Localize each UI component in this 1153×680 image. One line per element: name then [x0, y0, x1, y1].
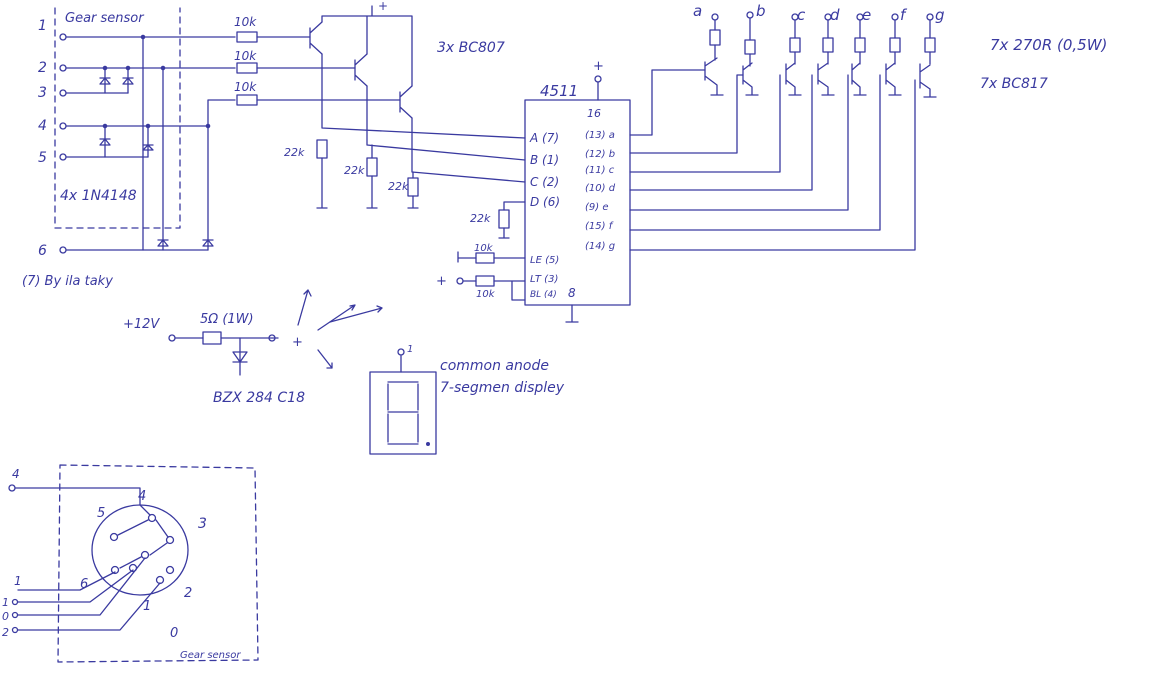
- gear-sensor-dashed-box: [54, 7, 181, 229]
- segment-label-c: c: [797, 6, 806, 24]
- ic-in-lt: LT (3): [530, 274, 558, 285]
- ic-out-c: (11) c: [585, 165, 615, 176]
- segment-label-e: e: [862, 6, 871, 24]
- ic-out-a: (13) a: [585, 130, 615, 141]
- connector-left-label-1: 1: [14, 574, 22, 588]
- segment-label-d: d: [830, 6, 840, 24]
- segment-label-f: f: [900, 6, 908, 24]
- gear-sensor-block: Gear sensor 1 2 3 4 5 6: [22, 7, 236, 289]
- ic-out-f: (15) f: [585, 221, 614, 232]
- ic-in-a: A (7): [529, 131, 559, 145]
- segment-drivers: a b c d e f g 7x 270R (0,5W) 7x BC817: [629, 2, 1107, 251]
- segment-label-b: b: [756, 2, 766, 20]
- resistor-10k-2: [236, 62, 258, 74]
- segment-resistors-label: 7x 270R (0,5W): [990, 36, 1107, 54]
- regulator-output: +: [292, 335, 303, 350]
- lt-plus: +: [436, 274, 447, 289]
- ic-out-e: (9) e: [585, 202, 609, 213]
- connector-pin3: 3: [198, 516, 207, 532]
- regulator-resistor-label: 5Ω (1W): [200, 312, 254, 327]
- pin-label-2: 2: [38, 60, 47, 76]
- resistor-10k-1: [236, 31, 258, 43]
- connector-left-label-2: 1: [2, 596, 9, 609]
- pin-label-3: 3: [38, 85, 47, 101]
- ic-pin8: 8: [568, 286, 576, 300]
- ic-out-d: (10) d: [585, 183, 616, 194]
- ic-4511: 4511 16 + A (7) B (1) C (2) D (6) LE (5)…: [436, 59, 631, 323]
- regulator-input: +12V: [123, 317, 160, 332]
- zener-label: BZX 284 C18: [213, 390, 305, 406]
- connector-left-label-3: 0: [2, 610, 9, 623]
- segment-transistors-label: 7x BC817: [980, 76, 1048, 92]
- ic-body: [524, 99, 631, 306]
- pin-label-4: 4: [38, 118, 47, 134]
- seven-segment-display: 1 common anode 7-segmen displey: [369, 344, 565, 455]
- ic-pin16: 16: [587, 107, 601, 120]
- display-pin-label: 1: [407, 344, 413, 355]
- connector-pin0: 0: [170, 626, 178, 641]
- display-caption-line2: 7-segmen displey: [440, 380, 565, 396]
- ic-out-g: (14) g: [585, 241, 615, 252]
- ic-name: 4511: [540, 82, 578, 100]
- pulldown-label-4: 22k: [470, 212, 491, 225]
- ic-in-c: C (2): [530, 175, 559, 189]
- resistor-label-2: 10k: [234, 49, 257, 63]
- connector-pin2: 2: [184, 586, 192, 601]
- connector-pin5: 5: [97, 506, 105, 521]
- resistor-label-3: 10k: [234, 80, 257, 94]
- pulldown-label-3: 22k: [388, 180, 409, 193]
- pnp-transistors-label: 3x BC807: [437, 40, 505, 56]
- diodes-label: 4x 1N4148: [60, 188, 137, 204]
- pulldown-label-2: 22k: [344, 164, 365, 177]
- connector-pin4: 4: [138, 489, 146, 504]
- connector-top-label: 4: [12, 467, 20, 481]
- gear-sensor-connector: 4 5 4 3 6 1 2 0 1 1 0 2 Gear sensor: [2, 464, 259, 663]
- ic-out-b: (12) b: [585, 149, 615, 160]
- segment-label-a: a: [693, 2, 702, 20]
- pin-label-6: 6: [38, 243, 47, 259]
- regulator-resistor: [202, 331, 222, 345]
- pulldown-label-1: 22k: [284, 146, 305, 159]
- ic-in-d: D (6): [530, 195, 560, 209]
- ic-vcc-plus: +: [593, 59, 604, 74]
- segment-label-g: g: [935, 6, 945, 24]
- resistor-10k-3: [236, 94, 258, 106]
- ic-in-bl: BL (4): [530, 290, 557, 300]
- lt-resistor-label: 10k: [476, 289, 496, 300]
- ic-in-le: LE (5): [530, 255, 559, 266]
- zener-regulator: +12V 5Ω (1W) + BZX 284 C18: [123, 289, 383, 406]
- pin7-note: (7) By ila taky: [22, 274, 113, 289]
- resistor-label-1: 10k: [234, 15, 257, 29]
- le-resistor-label: 10k: [474, 243, 494, 254]
- connector-left-label-4: 2: [2, 626, 9, 639]
- ic-in-b: B (1): [530, 153, 559, 167]
- pin-label-5: 5: [38, 150, 47, 166]
- connector-caption: Gear sensor: [180, 650, 241, 661]
- pin-label-1: 1: [38, 18, 47, 34]
- supply-plus: +: [378, 0, 388, 13]
- display-caption-line1: common anode: [440, 358, 549, 374]
- connector-pin1: 1: [143, 599, 151, 614]
- connector-pin6: 6: [80, 577, 88, 592]
- input-stage: 10k 10k 10k + 3x BC807 22k 22k 22k 22k: [234, 0, 526, 239]
- gear-sensor-title: Gear sensor: [65, 11, 145, 26]
